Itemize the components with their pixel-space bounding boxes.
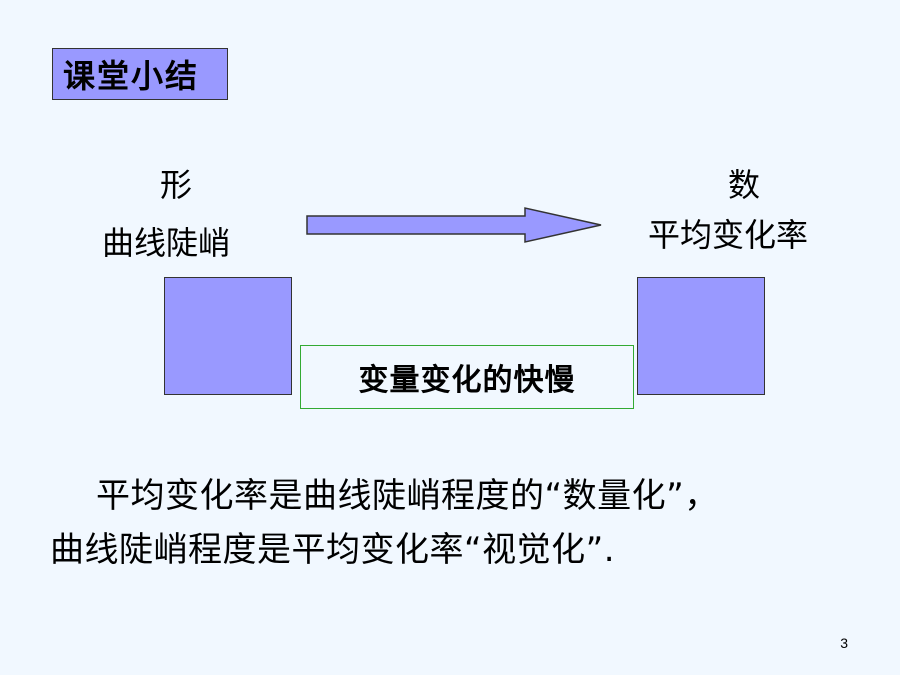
shape-label: 形 <box>160 166 193 204</box>
slide-title: 课堂小结 <box>52 48 228 100</box>
summary-line-2: 曲线陡峭程度是平均变化率“视觉化”. <box>50 530 616 570</box>
page-number: 3 <box>840 635 848 651</box>
shape-description: 曲线陡峭 <box>102 224 231 262</box>
connection-label: 变量变化的快慢 <box>358 363 576 398</box>
number-label: 数 <box>728 166 761 204</box>
slide-title-text: 课堂小结 <box>63 57 200 95</box>
connection-box: 变量变化的快慢 <box>300 345 634 409</box>
summary-line-1: 平均变化率是曲线陡峭程度的“数量化”， <box>96 476 719 516</box>
right-arrow-icon <box>306 207 602 243</box>
shape-box <box>164 277 292 395</box>
number-description: 平均变化率 <box>648 216 809 254</box>
number-box <box>637 277 765 395</box>
